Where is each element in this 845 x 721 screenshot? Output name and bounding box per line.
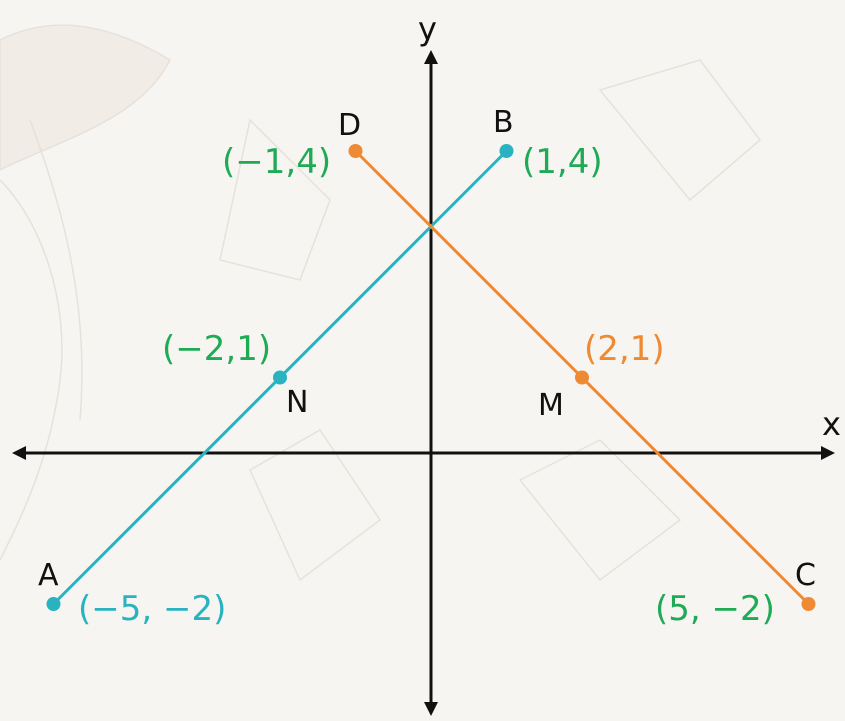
x-axis-label: x — [822, 405, 841, 443]
coord-B: (1,4) — [522, 142, 603, 182]
coord-D: (−1,4) — [222, 142, 331, 182]
coord-C: (5, −2) — [655, 589, 775, 629]
label-A: A — [38, 558, 59, 593]
y-axis-label: y — [418, 10, 437, 48]
x-axis-right-arrow — [821, 446, 835, 460]
label-C: C — [795, 558, 816, 593]
point-C — [801, 597, 816, 611]
label-B: B — [493, 105, 514, 140]
point-M — [575, 370, 589, 385]
label-D: D — [338, 108, 361, 143]
y-axis-top-arrow — [424, 50, 438, 64]
label-N: N — [286, 385, 308, 420]
coord-A: (−5, −2) — [78, 589, 226, 629]
x-axis-left-arrow — [12, 446, 26, 460]
background-sketch — [0, 24, 762, 582]
label-M: M — [538, 388, 564, 423]
y-axis-bottom-arrow — [424, 702, 438, 716]
y-axis — [424, 50, 438, 716]
point-N — [273, 370, 287, 385]
coord-M: (2,1) — [584, 329, 665, 369]
point-B — [499, 144, 514, 158]
point-D — [348, 144, 363, 158]
coord-N: (−2,1) — [162, 329, 271, 369]
point-A — [46, 597, 61, 611]
x-axis — [12, 446, 835, 460]
